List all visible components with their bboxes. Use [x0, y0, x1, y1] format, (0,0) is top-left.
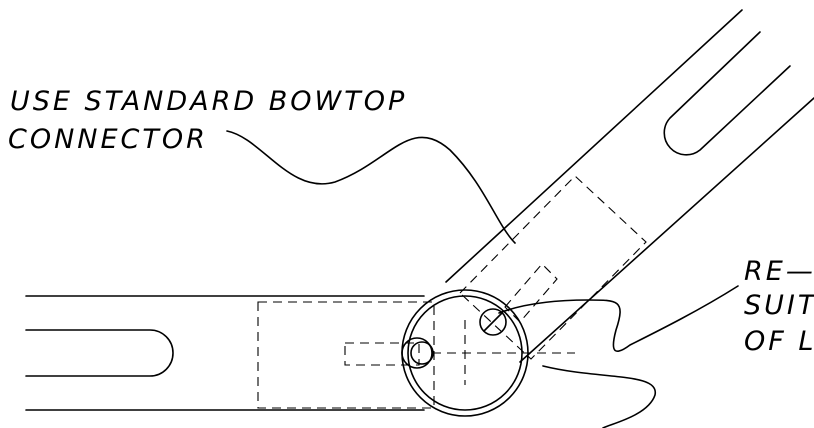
inclined-bar-slot — [663, 31, 791, 156]
connector-note-line-2: CONNECTOR — [8, 124, 208, 155]
right-note-line-1: RE— — [744, 256, 814, 287]
horizontal-bar-slot — [25, 329, 174, 377]
connector-leader-line — [226, 130, 516, 244]
horizontal-pin — [344, 337, 434, 369]
inclined-pin — [479, 308, 507, 336]
right-note-leader-line — [498, 285, 739, 352]
inclined-bar — [445, 9, 814, 363]
right-note-line-2: SUIT — [744, 290, 814, 321]
connector-note-line-1: USE STANDARD BOWTOP — [10, 86, 407, 117]
inclined-bar-hidden-pin — [504, 263, 558, 323]
lower-leader-line — [542, 365, 656, 428]
horizontal-bar — [25, 295, 435, 411]
inclined-bar-hidden-connector — [459, 175, 647, 360]
bowtop-connector — [401, 289, 575, 417]
right-note-line-3: OF L — [744, 326, 814, 357]
horizontal-bar-hidden-connector — [257, 301, 435, 409]
